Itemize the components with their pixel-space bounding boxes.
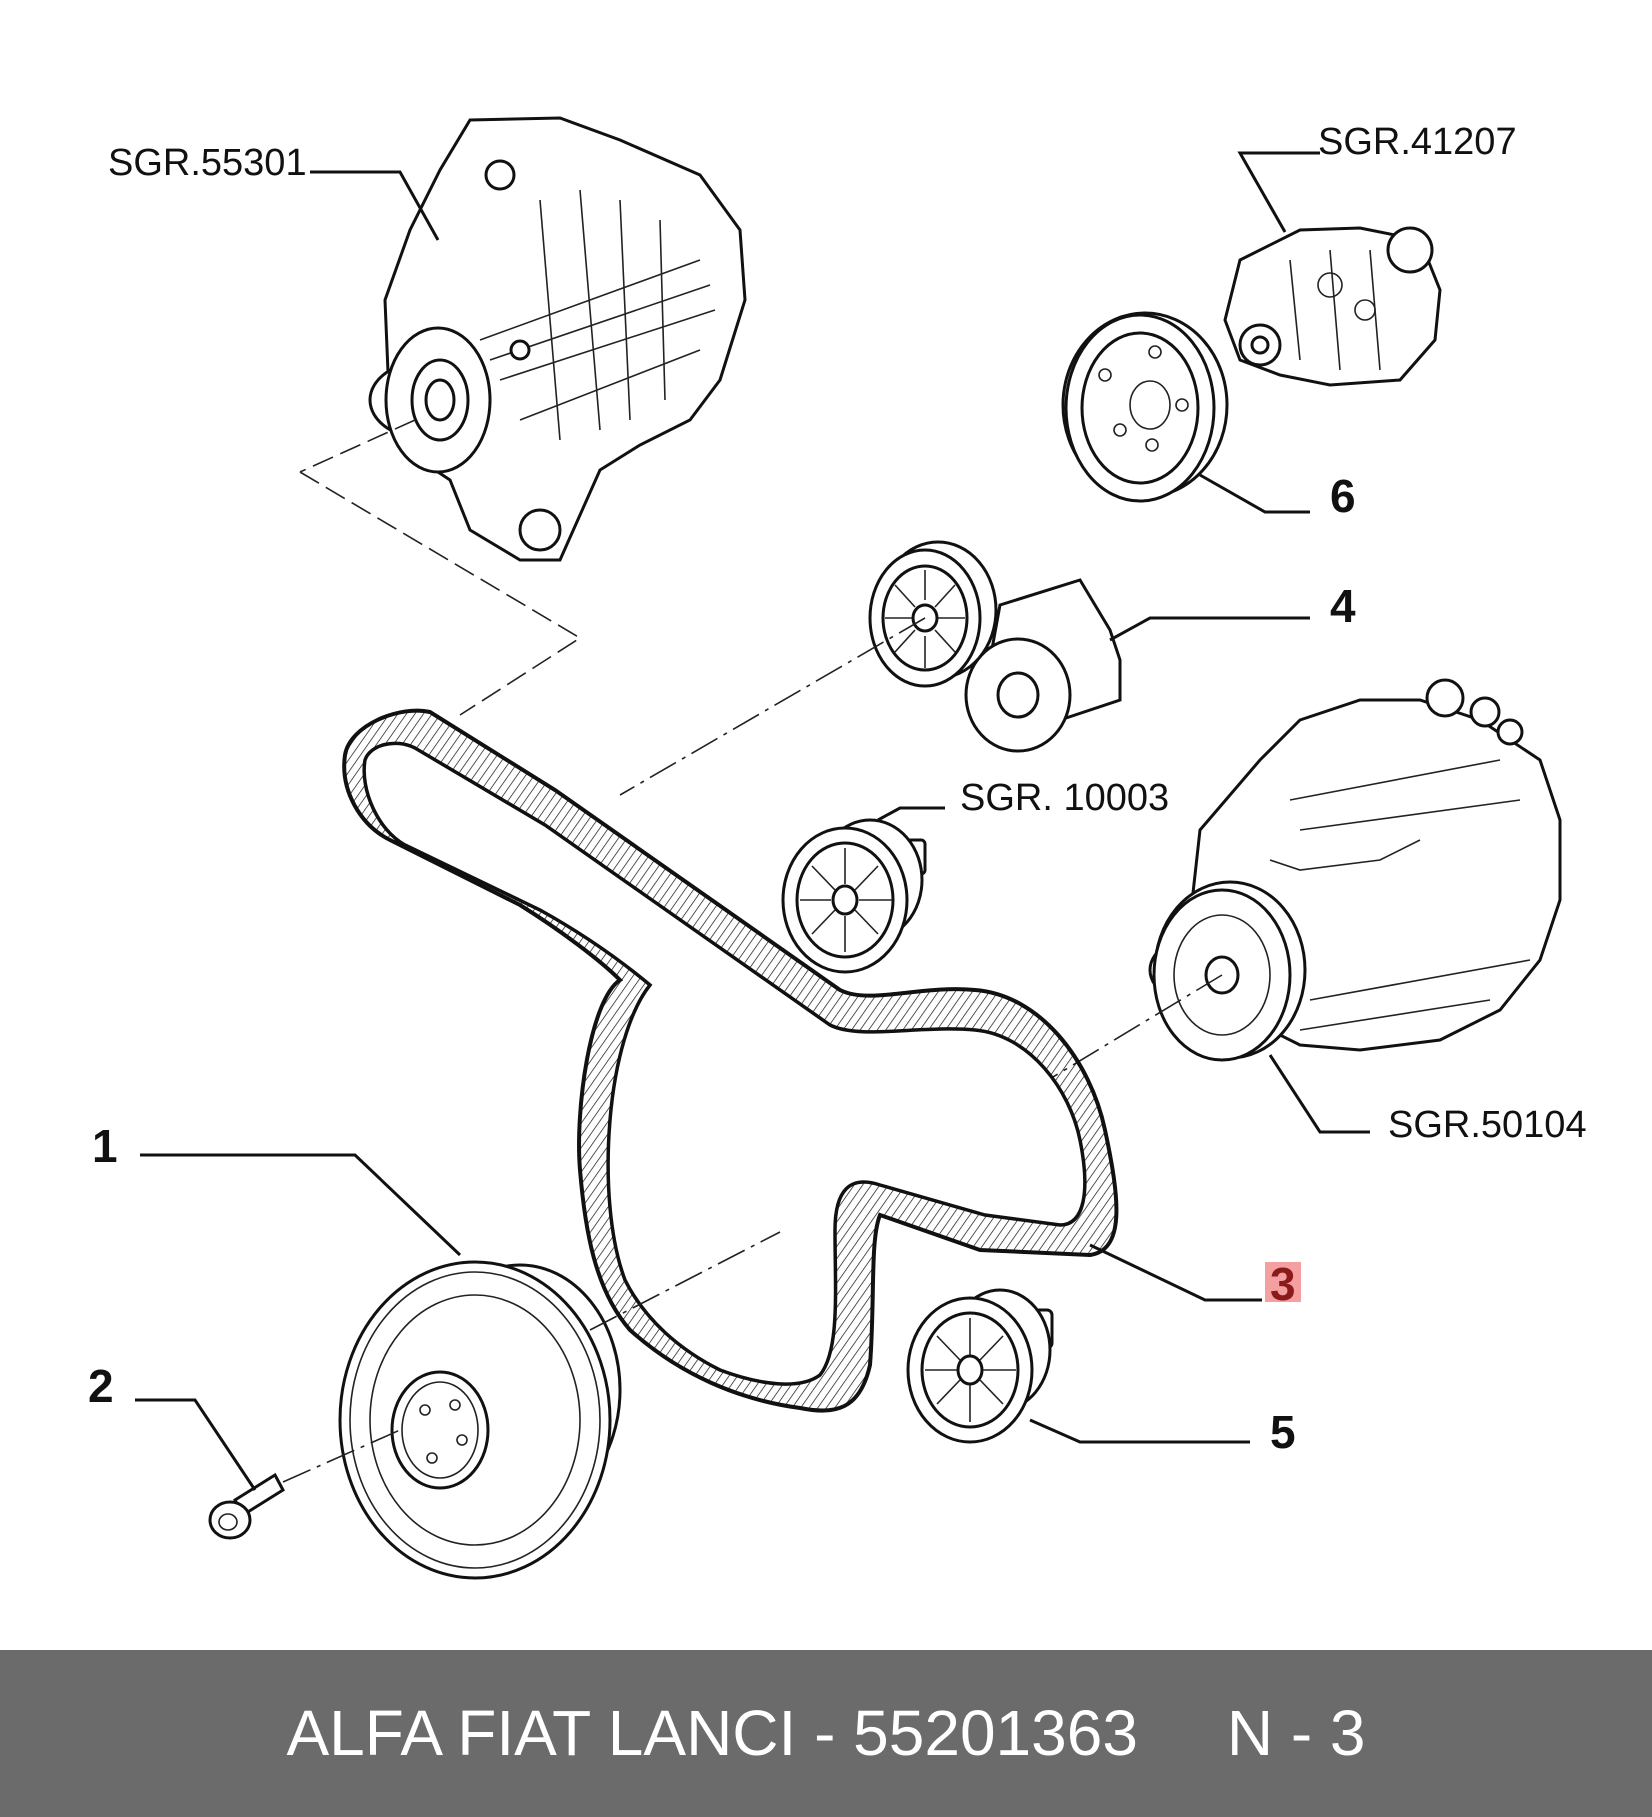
part-2-axis-line — [282, 1429, 401, 1483]
callout-power-steering-pump: SGR.41207 — [1318, 121, 1517, 163]
callout-part-3: 3 — [1270, 1258, 1296, 1310]
part-4-tensioner-drawing — [868, 540, 1122, 753]
callout-part-2: 2 — [88, 1360, 114, 1412]
part-5-idler-pulley-drawing — [906, 1288, 1054, 1444]
callout-part-3-highlight — [1265, 1262, 1301, 1302]
belt-drive-diagram: SGR.55301 SGR.41207 6 4 — [88, 116, 1587, 1580]
callout-alternator: SGR.55301 — [108, 142, 307, 184]
footer-part-number-text: ALFA FIAT LANCI - 55201363 N - 3 — [286, 1697, 1366, 1769]
callout-part-1: 1 — [92, 1120, 118, 1172]
part-3-belt-drawing — [342, 708, 1119, 1413]
callout-idler-pulley-top: SGR. 10003 — [960, 777, 1169, 819]
callout-part-6: 6 — [1330, 470, 1356, 522]
footer-bar: ALFA FIAT LANCI - 55201363 N - 3 — [0, 1650, 1652, 1817]
part-1-crank-pulley-drawing — [338, 1260, 622, 1580]
alternator-drawing — [368, 116, 747, 562]
part-6-pulley-drawing — [1061, 311, 1229, 503]
callout-part-4: 4 — [1330, 580, 1356, 632]
part-1-axis-line — [589, 1231, 781, 1331]
callout-part-3-leader — [1089, 1243, 1262, 1302]
part-2-bolt-drawing — [208, 1472, 285, 1540]
power-steering-pump-drawing — [1223, 226, 1442, 387]
alternator-guide-line — [299, 471, 582, 716]
part-4-axis-line — [619, 617, 926, 796]
callout-ac-compressor: SGR.50104 — [1388, 1104, 1587, 1146]
idler-pulley-top-drawing — [781, 818, 927, 974]
callout-part-5: 5 — [1270, 1406, 1296, 1458]
ac-compressor-axis-line — [989, 974, 1223, 1116]
alternator-axis-line — [299, 419, 416, 473]
ac-compressor-drawing — [1148, 678, 1562, 1062]
